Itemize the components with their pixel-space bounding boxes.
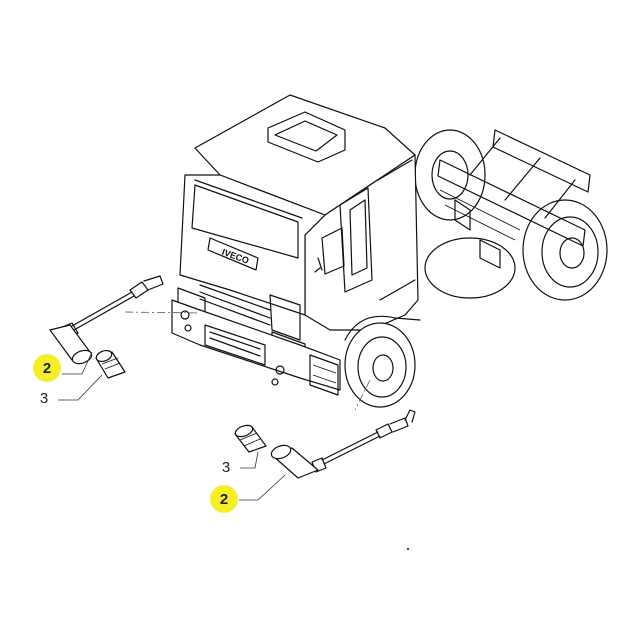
rear-wheels xyxy=(414,129,608,301)
callout-2-lower[interactable]: 2 xyxy=(210,474,286,513)
callout-highlight xyxy=(33,354,61,382)
wheel-speed-sensor-right xyxy=(270,444,319,479)
sensor-sleeve-left xyxy=(95,349,126,379)
callout-label: 3 xyxy=(40,390,48,407)
sensor-cable-right xyxy=(234,409,416,479)
wheel-speed-sensor-left xyxy=(49,324,93,365)
callout-label: 2 xyxy=(43,360,51,377)
reference-line-front xyxy=(124,311,201,314)
callout-3-upper[interactable]: 3 xyxy=(40,374,103,407)
callout-2-upper[interactable]: 2 xyxy=(33,351,93,382)
stray-mark xyxy=(406,547,410,551)
callout-highlight xyxy=(210,485,238,513)
callout-leader xyxy=(240,451,259,469)
callout-leader xyxy=(62,351,93,375)
front-wheel xyxy=(344,315,421,408)
sensor-sleeve-right xyxy=(234,424,267,453)
truck-cab: IVECO xyxy=(171,94,419,396)
truck-illustration: IVECO xyxy=(124,94,608,411)
callout-label: 3 xyxy=(222,459,230,476)
sensor-cable-left xyxy=(49,275,164,379)
callout-label: 2 xyxy=(220,491,228,508)
callout-leader xyxy=(58,374,103,401)
callout-leader xyxy=(239,474,286,501)
callout-3-lower[interactable]: 3 xyxy=(222,451,259,476)
chassis-frame xyxy=(437,129,591,269)
reference-line-rear xyxy=(354,379,371,411)
